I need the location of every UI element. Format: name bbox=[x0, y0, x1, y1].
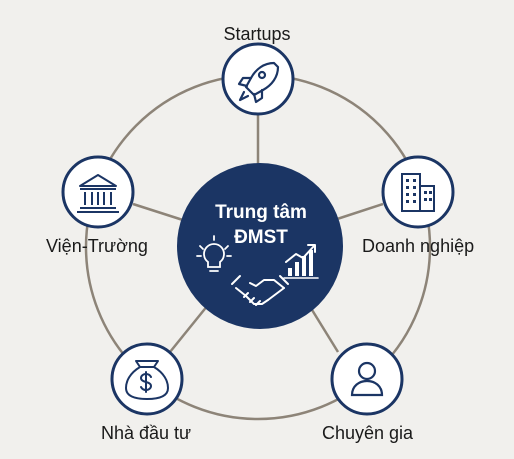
label-nha-dau-tu: Nhà đầu tư bbox=[101, 423, 192, 443]
label-startups: Startups bbox=[223, 24, 291, 44]
hub-title-line-2: ĐMST bbox=[234, 227, 288, 248]
rocket-icon bbox=[237, 61, 280, 104]
growth-chart-icon bbox=[283, 244, 319, 279]
spoke-bottom-right bbox=[307, 304, 340, 353]
node-chuyen-gia bbox=[330, 342, 404, 416]
label-chuyen-gia: Chuyên gia bbox=[322, 423, 414, 443]
node-circle-startups bbox=[221, 42, 295, 116]
hub-title-line-1: Trung tâm bbox=[215, 202, 307, 223]
label-doanh-nghiep: Doanh nghiệp bbox=[362, 236, 475, 256]
person-icon bbox=[350, 361, 384, 397]
money-bag-icon bbox=[125, 360, 169, 400]
spoke-right bbox=[330, 202, 384, 223]
node-startups bbox=[221, 42, 295, 116]
node-vien-truong bbox=[61, 155, 135, 229]
label-vien-truong: Viện-Trường bbox=[46, 236, 148, 256]
lightbulb-icon bbox=[196, 235, 232, 272]
spoke-bottom-left bbox=[169, 304, 209, 353]
office-building-icon bbox=[401, 173, 435, 212]
hub bbox=[177, 163, 343, 329]
spokes bbox=[132, 115, 384, 353]
node-circle-doanh-nghiep bbox=[381, 155, 455, 229]
institution-icon bbox=[77, 174, 119, 213]
handshake-icon bbox=[231, 275, 289, 306]
hub-circle bbox=[177, 163, 343, 329]
node-doanh-nghiep bbox=[381, 155, 455, 229]
node-nha-dau-tu bbox=[110, 342, 184, 416]
spoke-left bbox=[132, 202, 187, 223]
